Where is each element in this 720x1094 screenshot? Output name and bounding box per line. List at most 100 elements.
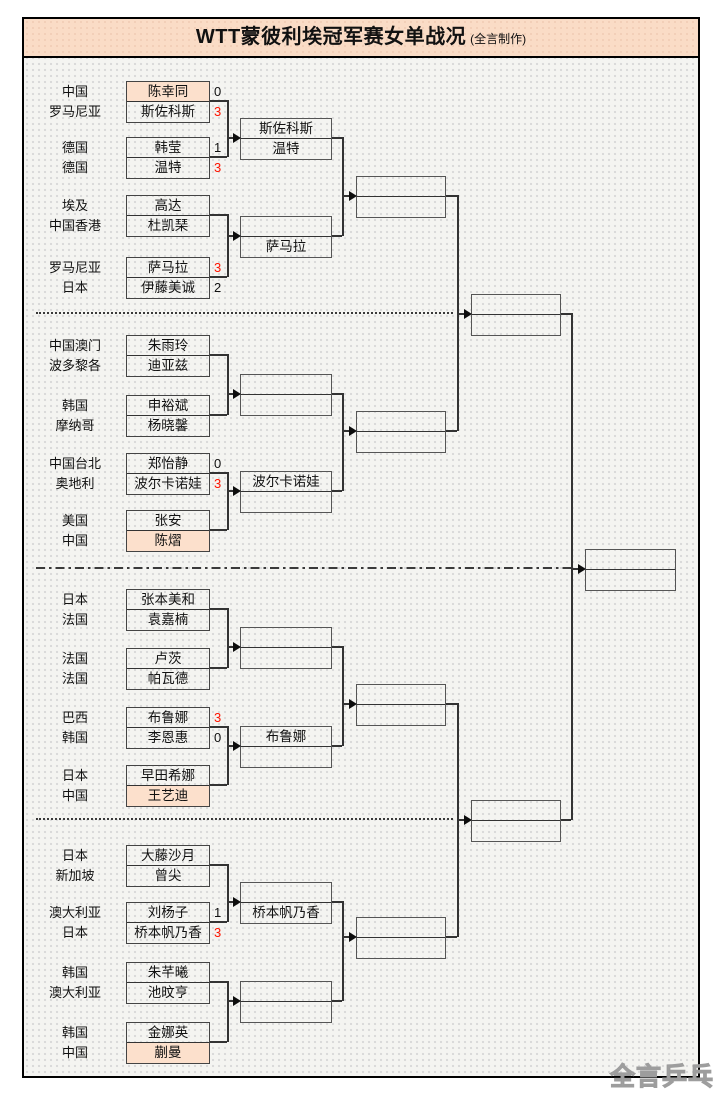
score-value: 3 — [214, 160, 222, 175]
country-label: 德国 — [61, 140, 88, 155]
connector-line — [446, 430, 457, 432]
country-label: 韩国 — [61, 965, 88, 980]
connector-line — [457, 819, 464, 821]
connector-line — [342, 137, 344, 236]
section-separator-dotted-top — [36, 312, 453, 314]
player-cell: 韩莹 — [127, 138, 209, 159]
player-cell: 杜凯琹 — [147, 218, 189, 234]
player-cell: 李恩惠 — [147, 730, 189, 746]
player-cell: 王艺迪 — [127, 786, 209, 806]
qf-box-2 — [356, 411, 446, 453]
connector-line — [227, 864, 229, 922]
player-cell: 蒯曼 — [127, 1043, 209, 1063]
connector-line — [210, 214, 227, 216]
country-label: 美国 — [61, 513, 88, 528]
score-value: 0 — [214, 730, 222, 745]
winner-cell — [241, 648, 331, 667]
arrowhead-icon — [233, 231, 241, 241]
country-label: 中国台北 — [48, 456, 101, 471]
r16-box-2: 萨马拉 — [240, 216, 332, 258]
player-cell: 温特 — [154, 160, 182, 176]
qf-box-1 — [356, 176, 446, 218]
connector-line — [210, 726, 227, 728]
title-bar: WTT蒙彼利埃冠军赛女单战况(全言制作) — [22, 17, 700, 58]
player-cell: 迪亚兹 — [147, 358, 189, 374]
connector-line — [457, 313, 464, 315]
connector-line — [227, 354, 229, 415]
r16-box-3 — [240, 374, 332, 416]
connector-line — [227, 472, 229, 530]
watermark: 全言乒乓 — [609, 1063, 715, 1092]
score-value: 1 — [214, 140, 222, 155]
connector-line — [332, 1000, 342, 1002]
match-2-box: 韩莹 温特 — [126, 137, 210, 179]
match-9-box: 张本美和 袁嘉楠 — [126, 589, 210, 631]
player-cell: 卢茨 — [127, 649, 209, 670]
score-value: 0 — [214, 456, 222, 471]
country-label: 新加坡 — [55, 868, 95, 883]
country-label: 波多黎各 — [48, 358, 101, 373]
connector-line — [210, 981, 227, 983]
winner-cell — [241, 492, 331, 511]
connector-line — [227, 608, 229, 668]
player-cell: 布鲁娜 — [127, 708, 209, 729]
player-cell: 杨晓馨 — [147, 418, 189, 434]
match-13-box: 大藤沙月 曾尖 — [126, 845, 210, 887]
connector-line — [227, 235, 234, 237]
score-value: 0 — [214, 84, 222, 99]
connector-line — [210, 529, 227, 531]
country-label: 韩国 — [61, 398, 88, 413]
winner-cell — [241, 747, 331, 766]
player-cell: 帕瓦德 — [147, 671, 189, 687]
winner-cell — [357, 918, 445, 939]
country-label: 韩国 — [61, 1025, 88, 1040]
winner-cell: 布鲁娜 — [241, 727, 331, 748]
arrowhead-icon — [233, 996, 241, 1006]
country-label: 中国 — [61, 84, 88, 99]
country-label: 中国 — [61, 533, 88, 548]
match-3-box: 高达 杜凯琹 — [126, 195, 210, 237]
country-label: 日本 — [61, 280, 88, 295]
player-cell: 高达 — [127, 196, 209, 217]
country-label: 法国 — [61, 612, 88, 627]
connector-line — [332, 235, 342, 237]
connector-line — [227, 1000, 234, 1002]
connector-line — [227, 214, 229, 277]
arrowhead-icon — [233, 741, 241, 751]
connector-line — [227, 901, 234, 903]
score-value: 3 — [214, 260, 222, 275]
player-cell: 斯佐科斯 — [141, 104, 195, 120]
match-6-box: 申裕斌 杨晓馨 — [126, 395, 210, 437]
connector-line — [571, 568, 578, 570]
connector-line — [332, 646, 342, 648]
match-7-box: 郑怡静 波尔卡诺娃 — [126, 453, 210, 495]
half-separator-dashdot — [36, 567, 571, 569]
score-value: 1 — [214, 905, 222, 920]
section-separator-dotted-bottom — [36, 818, 453, 820]
winner-cell — [586, 570, 675, 589]
connector-line — [210, 276, 227, 278]
connector-line — [210, 784, 227, 786]
country-label: 日本 — [61, 592, 88, 607]
title-credit: (全言制作) — [470, 32, 527, 46]
winner-cell — [472, 295, 560, 316]
winner-cell: 波尔卡诺娃 — [241, 472, 331, 493]
connector-line — [227, 490, 234, 492]
country-label: 韩国 — [61, 730, 88, 745]
player-cell: 张本美和 — [127, 590, 209, 611]
winner-cell: 桥本帆乃香 — [252, 905, 320, 921]
match-1-box: 陈幸同 斯佐科斯 — [126, 81, 210, 123]
winner-cell — [357, 938, 445, 957]
match-10-box: 卢茨 帕瓦德 — [126, 648, 210, 690]
country-label: 澳大利亚 — [48, 985, 101, 1000]
final-box — [585, 549, 676, 591]
connector-line — [227, 393, 234, 395]
winner-cell — [241, 375, 331, 396]
country-label: 摩纳哥 — [55, 418, 95, 433]
arrowhead-icon — [233, 389, 241, 399]
score-value: 3 — [214, 104, 222, 119]
match-8-box: 张安 陈熠 — [126, 510, 210, 552]
connector-line — [210, 100, 227, 102]
player-cell: 伊藤美诚 — [141, 280, 195, 296]
connector-line — [210, 354, 227, 356]
